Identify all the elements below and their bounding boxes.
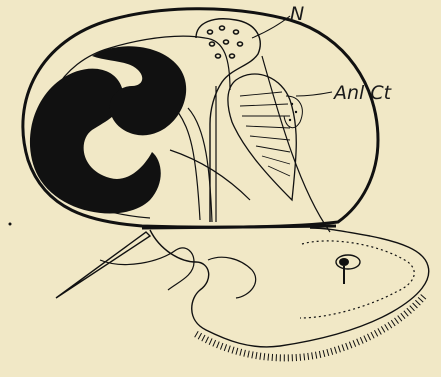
granule [216,54,221,58]
label-anal-cell: Anl Ct [332,82,393,104]
foot-inner-dotted [300,241,414,318]
stray-dot [9,223,12,226]
eyespot-core [339,258,349,266]
mouth-structure-2 [208,257,256,298]
label-anl-ct-leader [296,92,332,96]
mouth-structure [100,248,194,290]
granule [220,26,225,30]
anal-cell-striations [240,92,290,176]
foot-outline [150,228,429,347]
granule [238,42,243,46]
nucleus-outline [196,19,260,222]
granule [234,30,239,34]
internal-line-2 [188,108,212,222]
granule [208,30,213,34]
internal-line-1 [178,112,200,220]
granule [230,54,235,58]
granule [210,42,215,46]
foot-fringe [196,296,424,358]
granule [224,40,229,44]
bristle [56,232,150,298]
label-nucleus: N [290,3,304,25]
bell-base [142,226,336,228]
